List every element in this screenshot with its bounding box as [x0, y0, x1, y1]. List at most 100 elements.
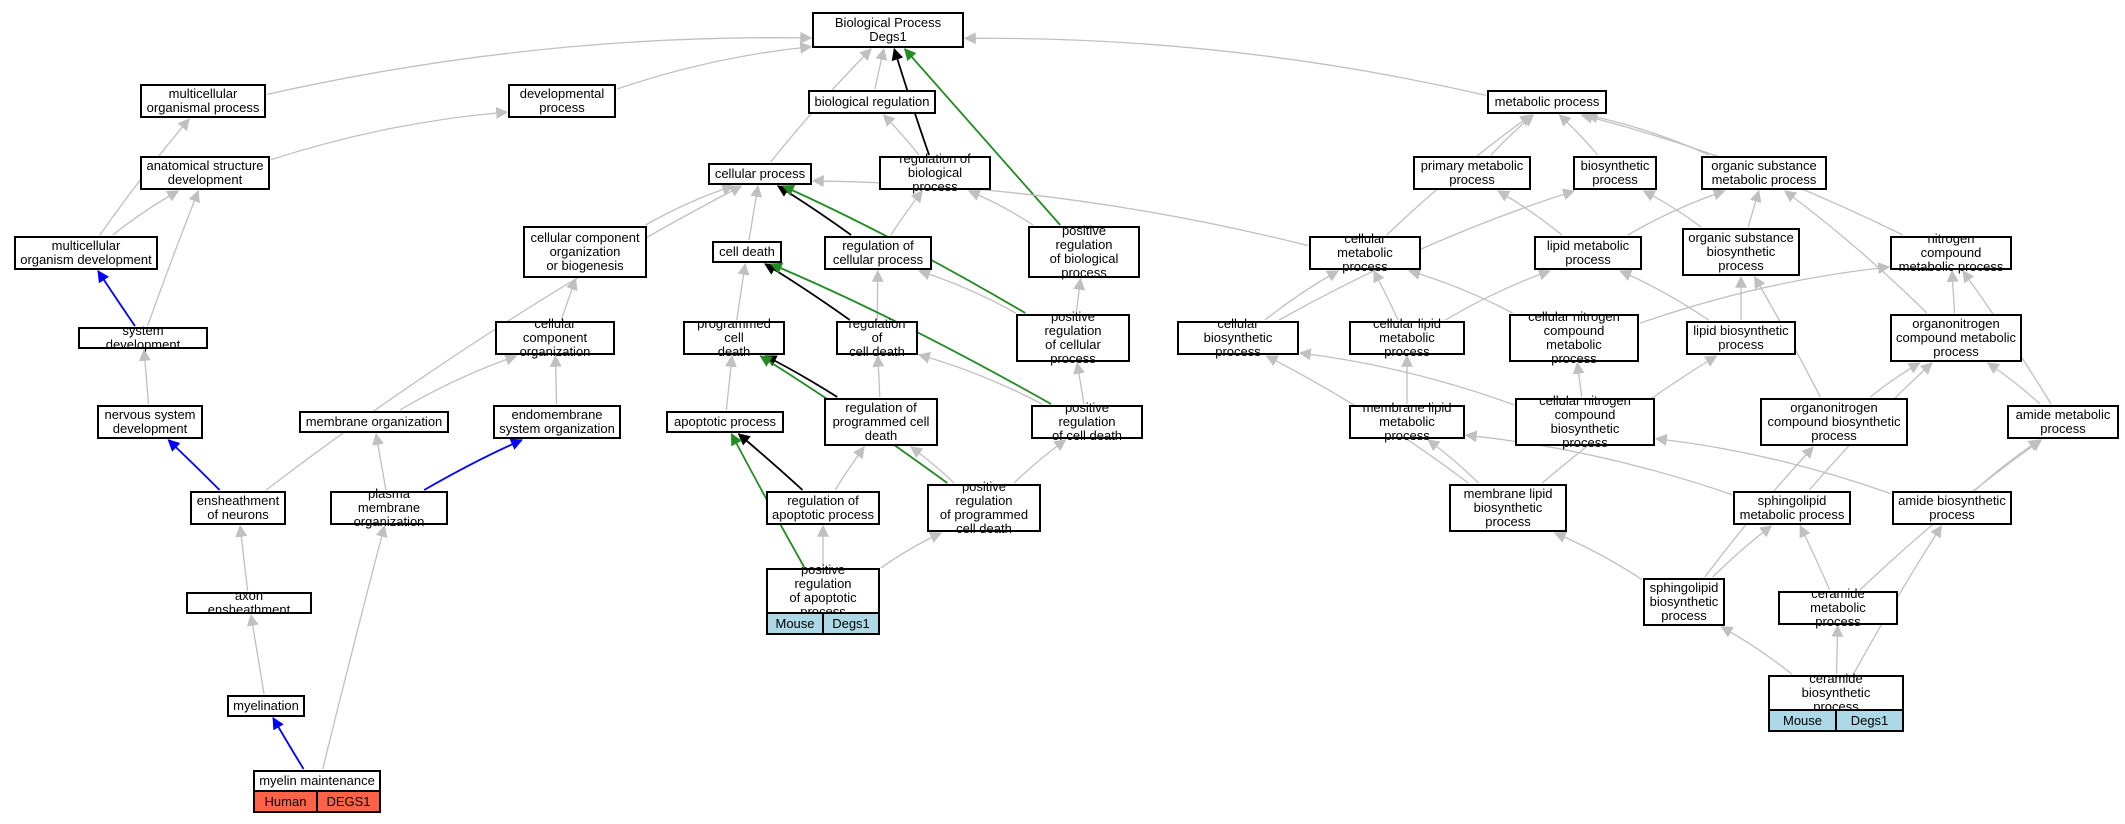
edge-mod-to-asd [112, 190, 180, 236]
edge-mo-to-cco [399, 353, 518, 411]
node-rap: regulation of apoptotic process [766, 491, 880, 525]
edge-oncmp-to-ncmp [1946, 269, 1959, 314]
node-cncmp: cellular nitrogen compound metabolic pro… [1509, 310, 1639, 366]
node-rcd: regulation of cell death [836, 317, 918, 359]
node-rpcd: regulation of programmed cell death [824, 398, 938, 446]
node-cncbp: cellular nitrogen compound biosynthetic … [1515, 394, 1655, 450]
species-tag: Mouse [775, 616, 815, 631]
edge-rpcd-to-rcd [872, 354, 885, 398]
edge-prcd-to-rcd [917, 351, 1043, 405]
edge-mop-to-bp [266, 31, 813, 96]
node-prap: positive regulation of apoptotic process [766, 563, 880, 619]
node-nsd: nervous system development [97, 405, 203, 439]
node-smp: sphingolipid metabolic process [1733, 491, 1851, 525]
edge-smp-to-mlmp [1464, 430, 1733, 496]
node-prbp: positive regulation of biological proces… [1028, 224, 1140, 280]
edge-met-to-bp [963, 32, 1487, 96]
node-ccob: cellular component organization or bioge… [523, 226, 647, 278]
edge-lmp-to-pmp [1497, 190, 1563, 236]
edge-pmo-to-mo [372, 432, 387, 491]
species-tag: Human [264, 794, 307, 809]
edge-rap-to-ap [737, 433, 804, 491]
edge-oncbp-to-oncmp [1869, 362, 1921, 398]
node-ncmp: nitrogen compound metabolic process [1890, 232, 2012, 274]
edge-cbsp-to-cmp2 [1831, 624, 1844, 675]
edge-lbp-to-lmp [1619, 269, 1709, 321]
node-mop: multicellular organismal process [140, 84, 266, 118]
node-lbp: lipid biosynthetic process [1686, 321, 1796, 355]
node-ap: apoptotic process [666, 411, 784, 433]
node-lmp: lipid metabolic process [1534, 236, 1642, 270]
node-cp: cellular process [708, 163, 812, 185]
edge-abp-to-cncbp [1654, 433, 1892, 495]
node-my: myelination [227, 695, 305, 717]
node-ae: axon ensheathment [186, 589, 312, 617]
edge-osbp-to-osm [1747, 189, 1762, 228]
node-dev: developmental process [508, 84, 616, 118]
edge-sbp-to-mlbp [1553, 531, 1643, 581]
edge-sd-to-asd [146, 189, 200, 327]
edge-prbp-to-rbp [967, 189, 1034, 226]
edge-cd-to-cp [748, 184, 763, 241]
node-sd: system development [78, 324, 208, 352]
node-mlbp: membrane lipid biosynthetic process [1449, 484, 1567, 532]
edge-sd-to-mod [97, 269, 136, 327]
edge-pmo-to-eso [423, 438, 523, 491]
edge-mlbp-to-mlmp [1427, 439, 1480, 484]
node-mlmp: membrane lipid metabolic process [1349, 401, 1465, 443]
edge-cncbp-to-cncmp [1572, 361, 1585, 398]
node-rbp: regulation of biological process [879, 152, 991, 194]
node-prcp: positive regulation of cellular process [1016, 310, 1130, 366]
edge-cmp2-to-smp [1799, 524, 1831, 591]
edge-rbp-to-br [882, 114, 920, 156]
edge-br-to-bp [874, 47, 888, 90]
gene-tag: Degs1 [822, 614, 878, 633]
node-bio: biosynthetic process [1573, 156, 1657, 190]
edge-prcp-to-rcp [918, 268, 1016, 314]
edge-oncmp-to-osm [1783, 190, 1928, 314]
node-sbp: sphingolipid biosynthetic process [1643, 578, 1725, 626]
node-oncbp: organonitrogen compound biosynthetic pro… [1760, 398, 1908, 446]
edge-bio-to-met [1558, 114, 1599, 156]
node-mod: multicellular organism development [14, 236, 158, 270]
node-abp: amide biosynthetic process [1892, 491, 2012, 525]
edge-cco-to-ccob [560, 277, 578, 321]
node-cmp: cellular metabolic process [1309, 232, 1421, 274]
node-prpcd: positive regulation of programmed cell d… [927, 480, 1041, 536]
node-pcd: programmed cell death [683, 317, 785, 359]
edge-prbp-to-bp [903, 48, 1061, 226]
node-mo: membrane organization [299, 411, 449, 433]
edge-sbp-to-smp [1712, 525, 1773, 578]
edge-ap-to-pcd [724, 354, 737, 411]
edge-prcd-to-prcp [1073, 361, 1085, 405]
edge-osbp-to-bio [1642, 190, 1702, 228]
edge-my-to-ae [246, 613, 265, 695]
edge-clmp-to-cmp [1373, 269, 1399, 321]
edge-prpcd-to-rpcd [909, 446, 955, 484]
node-cbsp: ceramide biosynthetic process [1768, 672, 1904, 714]
edge-amp-to-oncmp [1986, 362, 2041, 405]
node-cco: cellular component organization [495, 317, 615, 359]
node-pmp: primary metabolic process [1413, 156, 1531, 190]
node-amp: amide metabolic process [2007, 405, 2119, 439]
node-met: metabolic process [1487, 90, 1607, 114]
edge-cncmp-to-cmp [1408, 268, 1513, 314]
edge-prap-to-prpcd [880, 532, 943, 569]
node-clmp: cellular lipid metabolic process [1349, 317, 1465, 359]
edge-eso-to-cco [549, 354, 562, 405]
node-oncmp: organonitrogen compound metabolic proces… [1890, 314, 2022, 362]
edge-pcd-to-cd [736, 262, 750, 321]
edge-ccob-to-cp [645, 183, 735, 226]
node-rcp: regulation of cellular process [824, 236, 932, 270]
edge-rcp-to-rbp [890, 190, 923, 236]
edge-clmp-to-lmp [1444, 268, 1551, 321]
node-cmp2: ceramide metabolic process [1778, 587, 1898, 629]
edge-prpcd-to-prcd [1013, 439, 1067, 484]
edge-rap-to-rpcd [834, 446, 865, 491]
edge-prcp-to-prbp [1073, 277, 1086, 314]
node-eso: endomembrane system organization [493, 405, 621, 439]
edge-dev-to-bp [616, 41, 813, 90]
